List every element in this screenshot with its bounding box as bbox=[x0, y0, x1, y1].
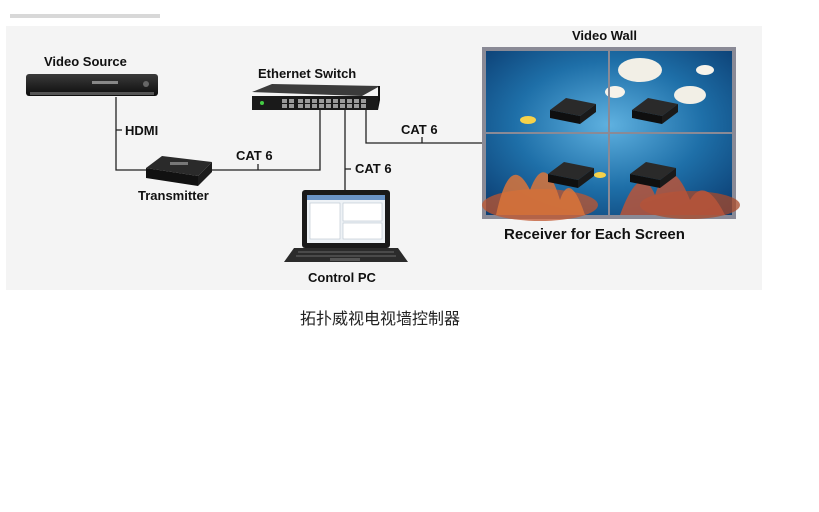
hdmi-cable bbox=[115, 97, 150, 171]
network-topology-diagram: Video Source HDMI Transmitter CAT 6 Ethe… bbox=[6, 26, 762, 290]
receiver-bottom-right bbox=[630, 162, 676, 188]
top-edge-bar bbox=[10, 14, 160, 18]
control-pc-laptop bbox=[284, 190, 408, 262]
label-cat6-transmitter: CAT 6 bbox=[236, 148, 273, 163]
label-ethernet-switch: Ethernet Switch bbox=[258, 66, 356, 81]
label-transmitter: Transmitter bbox=[138, 188, 209, 203]
receiver-bottom-left bbox=[548, 162, 594, 188]
receiver-top-right bbox=[632, 98, 678, 124]
label-control-pc: Control PC bbox=[308, 270, 376, 285]
label-receiver-each-screen: Receiver for Each Screen bbox=[504, 226, 685, 243]
video-wall bbox=[482, 47, 740, 221]
label-cat6-pc: CAT 6 bbox=[355, 161, 392, 176]
label-hdmi: HDMI bbox=[125, 123, 158, 138]
transmitter-device bbox=[146, 156, 212, 186]
receiver-top-left bbox=[550, 98, 596, 124]
label-video-source: Video Source bbox=[44, 54, 127, 69]
label-video-wall: Video Wall bbox=[572, 28, 637, 43]
video-source-device bbox=[26, 74, 158, 96]
label-cat6-wall: CAT 6 bbox=[401, 122, 438, 137]
cat6-wall-cable bbox=[365, 110, 486, 144]
image-caption: 拓扑威视电视墙控制器 bbox=[299, 309, 460, 328]
ethernet-switch-device bbox=[252, 84, 380, 110]
cat6-tx-cable bbox=[212, 110, 321, 171]
